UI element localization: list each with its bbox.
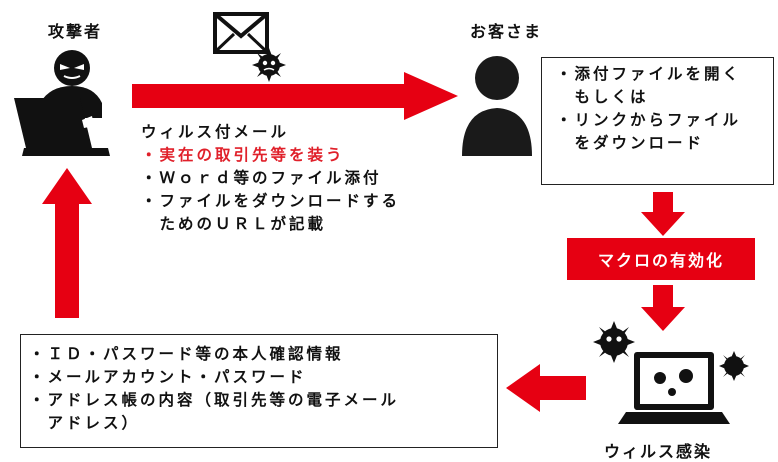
email-title: ウィルス付メール xyxy=(141,123,290,141)
infection-label: ウィルス感染 xyxy=(604,442,713,461)
macro-enable-box: マクロの有効化 xyxy=(567,238,755,280)
stolen-info-line: ・アドレス帳の内容（取引先等の電子メール xyxy=(29,391,400,409)
arrow-to-macro xyxy=(641,192,685,236)
arrow-to-customer xyxy=(132,72,462,120)
customer-action-line: もしくは xyxy=(556,88,649,106)
stolen-info-line: アドレス） xyxy=(29,414,141,432)
customer-action-line: をダウンロード xyxy=(556,134,705,152)
stolen-info-line: ・メールアカウント・パスワード xyxy=(29,368,307,386)
email-item: ・実在の取引先等を装う xyxy=(141,146,345,164)
person-icon xyxy=(458,50,536,158)
stolen-info-line: ・ＩＤ・パスワード等の本人確認情報 xyxy=(29,345,344,363)
arrow-to-infection xyxy=(641,285,685,331)
email-item: ・Ｗｏｒｄ等のファイル添付 xyxy=(141,169,382,187)
arrow-to-attacker xyxy=(42,168,92,318)
arrow-to-stolen-info xyxy=(506,364,586,412)
hacker-icon xyxy=(10,48,120,158)
attacker-label: 攻撃者 xyxy=(48,22,103,41)
customer-actions-box: ・添付ファイルを開く もしくは ・リンクからファイル をダウンロード xyxy=(541,57,774,185)
customer-label: お客さま xyxy=(470,22,543,41)
virus-icon xyxy=(593,321,635,363)
virus-icon xyxy=(250,46,288,84)
stolen-info-box: ・ＩＤ・パスワード等の本人確認情報 ・メールアカウント・パスワード ・アドレス帳… xyxy=(20,334,498,448)
email-item: ・ファイルをダウンロードする xyxy=(141,192,401,210)
email-item: ためのＵＲＬが記載 xyxy=(141,215,327,233)
customer-action-line: ・添付ファイルを開く xyxy=(556,65,742,83)
email-description: ウィルス付メール ・実在の取引先等を装う ・Ｗｏｒｄ等のファイル添付 ・ファイル… xyxy=(141,121,400,236)
envelope-icon xyxy=(212,8,272,56)
laptop-icon xyxy=(590,320,760,438)
customer-action-line: ・リンクからファイル xyxy=(556,111,742,129)
